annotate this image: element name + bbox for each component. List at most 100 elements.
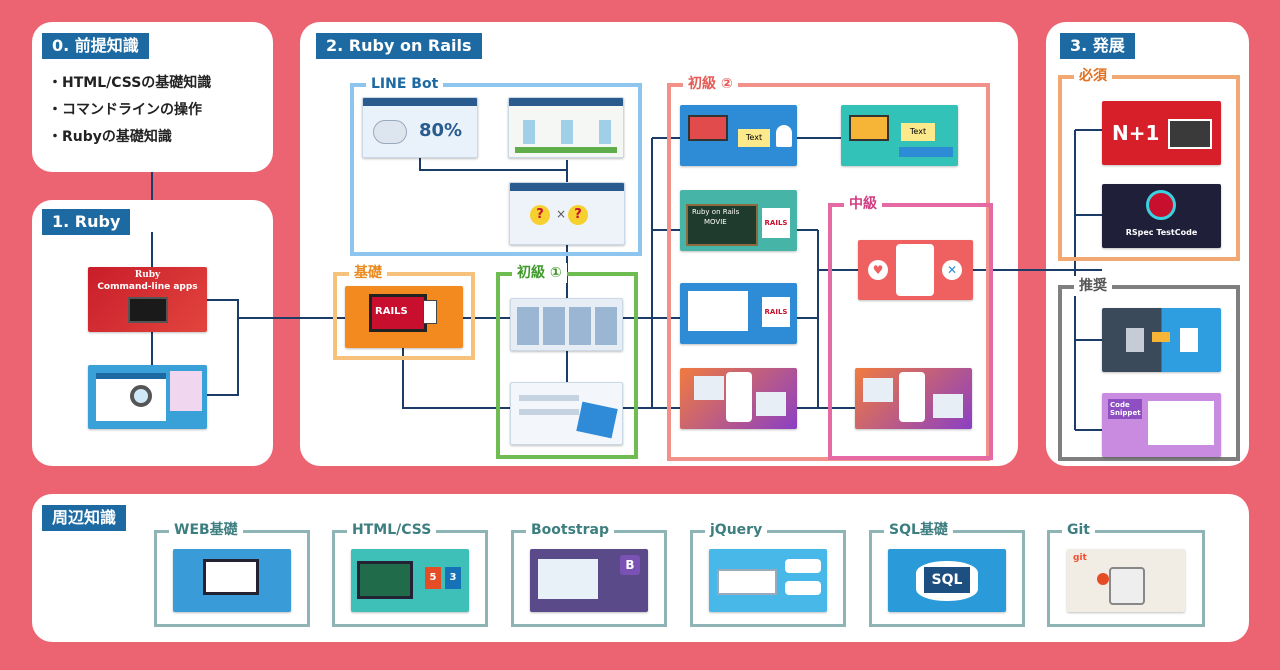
server-icon bbox=[1109, 567, 1145, 605]
rails-title: 2. Ruby on Rails bbox=[316, 33, 482, 59]
prereq-list: ・HTML/CSSの基礎知識 ・コマンドラインの操作 ・Rubyの基礎知識 bbox=[48, 70, 211, 151]
htmlcss-thumb[interactable]: 5 3 bbox=[351, 549, 469, 612]
keyboard-icon bbox=[717, 569, 777, 595]
kiso-rails-thumb[interactable]: RAILS bbox=[345, 286, 463, 348]
web-label: WEB基礎 bbox=[169, 520, 243, 540]
shokyu1-board-thumb[interactable] bbox=[510, 298, 623, 351]
hissu-n1-thumb[interactable]: N+1 bbox=[1102, 101, 1221, 165]
weather-percent: 80% bbox=[419, 120, 463, 141]
peripheral-title: 周辺知識 bbox=[42, 505, 127, 531]
peripheral-sql: SQL基礎 bbox=[869, 520, 1025, 627]
prereq-title: 0. 前提知識 bbox=[42, 33, 149, 59]
jquery-label: jQuery bbox=[705, 520, 768, 540]
sql-label: SQL基礎 bbox=[884, 520, 953, 540]
text-card: Text bbox=[738, 129, 770, 147]
web-thumb[interactable] bbox=[173, 549, 291, 612]
chukyu-photo-thumb[interactable] bbox=[855, 368, 972, 429]
shokyu1-label: 初級 ① bbox=[512, 263, 567, 283]
techpit-bar bbox=[510, 183, 624, 191]
hissu-group: 必須 bbox=[1058, 66, 1240, 261]
blackboard bbox=[686, 204, 758, 246]
laptop-icon bbox=[688, 115, 728, 141]
laptop-icon bbox=[128, 297, 168, 323]
linebot-quiz-thumb[interactable]: ? × ? bbox=[509, 182, 625, 245]
git-logo: git bbox=[1073, 553, 1087, 563]
peripheral-git: Git bbox=[1047, 520, 1205, 627]
button-row bbox=[899, 147, 953, 157]
hissu-rspec-thumb[interactable]: RSpec TestCode bbox=[1102, 184, 1221, 248]
peripheral-bootstrap: Bootstrap bbox=[511, 520, 667, 627]
jquery-thumb[interactable] bbox=[709, 549, 827, 612]
bootstrap-label: Bootstrap bbox=[526, 520, 614, 540]
snippet-label: Code Snippet bbox=[1108, 399, 1142, 419]
peripheral-jquery: jQuery bbox=[690, 520, 846, 627]
board-col bbox=[569, 307, 591, 345]
envelope-icon bbox=[576, 401, 618, 439]
arrow-icon bbox=[1152, 332, 1170, 342]
phone-icon bbox=[896, 244, 934, 296]
shokyu2-photo-thumb[interactable] bbox=[680, 368, 797, 429]
git-label: Git bbox=[1062, 520, 1095, 540]
photo-card bbox=[863, 378, 893, 402]
linebot-group: LINE Bot bbox=[350, 74, 642, 256]
ruby-cmd-sub: Command-line apps bbox=[97, 282, 198, 292]
chukyu-label: 中級 bbox=[844, 194, 882, 214]
prereq-item: ・HTML/CSSの基礎知識 bbox=[48, 75, 212, 91]
suisho-snippet-thumb[interactable]: Code Snippet bbox=[1102, 393, 1221, 457]
shokyu1-mail-thumb[interactable] bbox=[510, 382, 623, 445]
bottle-icon bbox=[599, 120, 611, 144]
peripheral-web: WEB基礎 bbox=[154, 520, 310, 627]
laptop-icon bbox=[849, 115, 889, 141]
heart-icon: ♥ bbox=[868, 260, 888, 280]
ruby-web-thumb[interactable] bbox=[88, 365, 207, 429]
browser-icon bbox=[1148, 401, 1214, 445]
book-icon bbox=[423, 300, 437, 324]
question-icon: ? bbox=[530, 205, 550, 225]
phone-icon bbox=[899, 372, 925, 422]
price-bar bbox=[515, 147, 617, 153]
ruby-gem-icon bbox=[1146, 190, 1176, 220]
git-branch-icon bbox=[1097, 573, 1109, 585]
chukyu-match-thumb[interactable]: ♥ ✕ bbox=[858, 240, 973, 300]
suisho-group: 推奨 bbox=[1058, 276, 1240, 461]
photo-card bbox=[694, 376, 724, 400]
shokyu2-movie-thumb[interactable]: Ruby on Rails MOVIE RAILS bbox=[680, 190, 797, 251]
kiso-label: 基礎 bbox=[349, 263, 387, 283]
suisho-label: 推奨 bbox=[1074, 276, 1112, 296]
suisho-docker-thumb[interactable] bbox=[1102, 308, 1221, 372]
bootstrap-thumb[interactable]: B bbox=[530, 549, 648, 612]
photo-card bbox=[756, 392, 786, 416]
linebot-items-thumb[interactable] bbox=[508, 97, 624, 158]
rspec-label: RSpec TestCode bbox=[1125, 228, 1198, 237]
text-card: Text bbox=[901, 123, 935, 141]
laptop-icon bbox=[203, 559, 259, 595]
times-icon: × bbox=[556, 207, 567, 221]
bootstrap-b-icon: B bbox=[620, 555, 640, 575]
form-line bbox=[519, 395, 579, 401]
bottle-icon bbox=[561, 120, 573, 144]
board-col bbox=[517, 307, 539, 345]
monitor-icon bbox=[1168, 119, 1212, 149]
sql-text: SQL bbox=[924, 567, 970, 593]
shokyu2-text-thumb-a[interactable]: Text bbox=[680, 105, 797, 166]
shokyu2-rails-thumb[interactable]: RAILS bbox=[680, 283, 797, 344]
css3-icon: 3 bbox=[445, 567, 461, 589]
cards-icon bbox=[170, 371, 202, 411]
sql-thumb[interactable]: SQL bbox=[888, 549, 1006, 612]
n1-label: N+1 bbox=[1112, 121, 1160, 145]
ruby-cmd-thumb[interactable]: Ruby Command-line apps bbox=[88, 267, 207, 332]
message-bubble bbox=[785, 559, 821, 573]
techpit-bar bbox=[509, 98, 623, 106]
git-thumb[interactable]: git bbox=[1067, 549, 1185, 612]
prereq-item: ・コマンドラインの操作 bbox=[48, 102, 202, 118]
file-icon bbox=[1180, 328, 1198, 352]
board-col bbox=[595, 307, 617, 345]
ruby-title: 1. Ruby bbox=[42, 209, 131, 235]
html5-icon: 5 bbox=[425, 567, 441, 589]
ruby-cmd-title: Ruby bbox=[134, 270, 161, 280]
prereq-item: ・Rubyの基礎知識 bbox=[48, 129, 172, 145]
photo-card bbox=[933, 394, 963, 418]
linebot-weather-thumb[interactable]: 80% bbox=[362, 97, 478, 158]
shokyu2-text-thumb-b[interactable]: Text bbox=[841, 105, 958, 166]
htmlcss-label: HTML/CSS bbox=[347, 520, 437, 540]
